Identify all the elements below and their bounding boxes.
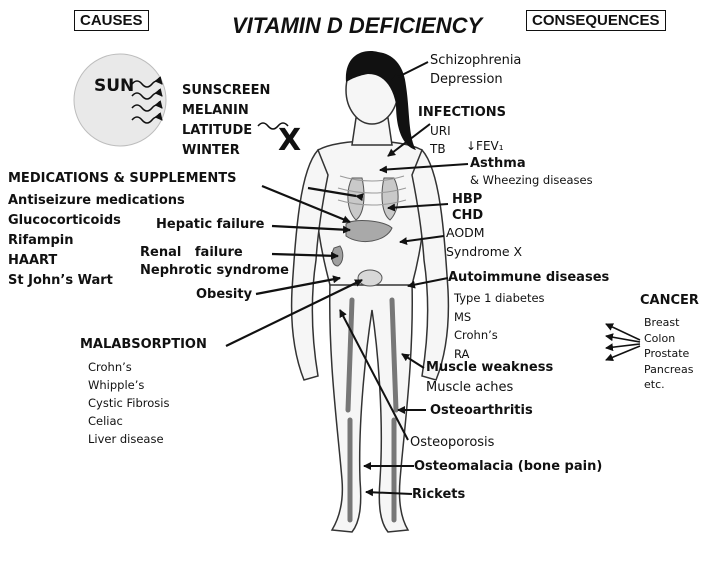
infections-list: URI TB <box>430 122 451 158</box>
fev-label: ↓FEV₁ <box>466 139 504 153</box>
figure-arm-left <box>290 148 329 381</box>
renal-failure-label: Renal failure <box>140 245 243 260</box>
autoimmune-list: Type 1 diabetes MS Crohn’s RA <box>454 289 545 363</box>
liver-sketch <box>345 220 393 243</box>
malabsorption-item: Whipple’s <box>88 378 145 392</box>
figure-torso <box>314 140 426 286</box>
cancer-item: Pancreas <box>644 362 694 376</box>
mental-item: Schizophrenia <box>430 53 522 68</box>
asthma-label: Asthma <box>470 156 526 171</box>
mental-list: Schizophrenia Depression <box>430 51 521 89</box>
autoimmune-item: MS <box>454 309 472 324</box>
obesity-label: Obesity <box>196 287 253 302</box>
malabsorption-item: Crohn’s <box>88 360 132 374</box>
malabsorption-list: Crohn’s Whipple’s Cystic Fibrosis Celiac… <box>88 358 169 448</box>
sun-rays <box>131 76 163 124</box>
medication-item: St John’s Wart <box>8 273 113 288</box>
sun-blockers-list: SUNSCREEN MELANIN LATITUDE WINTER <box>182 81 270 161</box>
osteomalacia-label: Osteomalacia (bone pain) <box>414 459 603 474</box>
sun-disc <box>73 53 167 147</box>
figure-arm-right <box>411 148 450 381</box>
malabsorption-item: Cystic Fibrosis <box>88 396 170 410</box>
sun-label: SUN <box>94 76 135 96</box>
medication-item: HAART <box>8 253 58 268</box>
cause-arrows <box>225 184 364 347</box>
hepatic-failure-label: Hepatic failure <box>156 217 265 232</box>
cancer-item: Prostate <box>644 347 690 360</box>
sun-blocker-item: SUNSCREEN <box>182 83 271 98</box>
malabsorption-item: Celiac <box>88 414 123 428</box>
infection-item: URI <box>430 124 451 138</box>
blocked-x-mark: X <box>278 123 302 158</box>
medications-list: Antiseizure medications Glucocorticoids … <box>8 191 185 291</box>
sun-blocker-item: WINTER <box>182 143 240 158</box>
muscle-weakness-label: Muscle weakness <box>426 360 554 375</box>
cancer-title: CANCER <box>640 293 699 308</box>
cancer-item: Breast <box>644 316 680 329</box>
medications-title: MEDICATIONS & SUPPLEMENTS <box>8 171 237 186</box>
figure-legs <box>329 281 413 533</box>
autoimmune-item: RA <box>454 346 470 361</box>
chd-label: CHD <box>452 208 484 223</box>
syndrome-x-label: Syndrome X <box>446 244 523 259</box>
medication-item: Rifampin <box>8 233 74 248</box>
autoimmune-item: Type 1 diabetes <box>454 291 545 305</box>
infection-item: TB <box>430 142 446 156</box>
cancer-item: Colon <box>644 331 676 345</box>
page-title: VITAMIN D DEFICIENCY <box>232 13 483 38</box>
rib-lines <box>337 175 407 206</box>
osteoporosis-label: Osteoporosis <box>410 435 495 450</box>
cancer-arrows <box>605 323 641 362</box>
muscle-aches-label: Muscle aches <box>426 380 514 395</box>
causes-header: CAUSES <box>74 10 149 31</box>
mental-item: Depression <box>430 72 503 87</box>
cancer-item: etc. <box>644 378 665 391</box>
infections-title: INFECTIONS <box>418 105 507 120</box>
medication-item: Glucocorticoids <box>8 213 121 228</box>
leg-bones <box>345 297 399 523</box>
osteoarthritis-label: Osteoarthritis <box>430 403 533 418</box>
autoimmune-title: Autoimmune diseases <box>448 270 610 285</box>
wheezing-label: & Wheezing diseases <box>470 173 593 187</box>
sun-blocker-item: MELANIN <box>182 103 249 118</box>
hbp-label: HBP <box>452 192 483 207</box>
cancer-list: Breast Colon Prostate Pancreas etc. <box>644 315 693 393</box>
autoimmune-item: Crohn’s <box>454 328 498 342</box>
malabsorption-item: Liver disease <box>88 432 164 446</box>
blocked-ray <box>257 122 289 130</box>
bladder-sketch <box>357 269 383 287</box>
nephrotic-syndrome-label: Nephrotic syndrome <box>140 263 289 278</box>
consequences-header: CONSEQUENCES <box>526 10 666 31</box>
rickets-label: Rickets <box>412 487 466 502</box>
malabsorption-title: MALABSORPTION <box>80 337 207 352</box>
medication-item: Antiseizure medications <box>8 193 185 208</box>
sun-blocker-item: LATITUDE <box>182 123 253 138</box>
aodm-label: AODM <box>446 225 485 240</box>
consequence-arrows <box>339 61 469 497</box>
